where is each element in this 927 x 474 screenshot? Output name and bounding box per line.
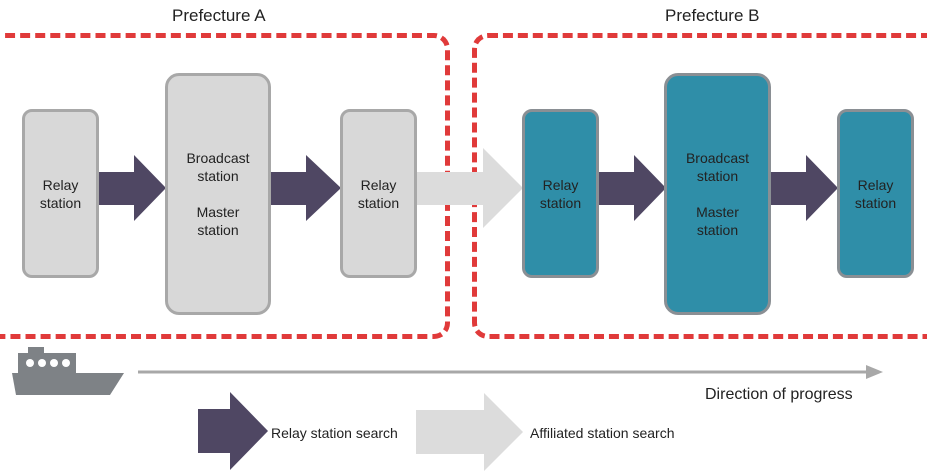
station-label: station — [696, 168, 739, 184]
affiliated-search-arrow — [416, 148, 523, 228]
legend-relay-arrow — [198, 392, 268, 470]
station-label: station — [696, 222, 739, 238]
station-label: station — [197, 168, 239, 184]
station-label: station — [39, 194, 82, 211]
station-label: Broadcast — [186, 150, 250, 166]
relay-search-arrow — [98, 155, 166, 221]
relay-station-b-left: Relay station — [522, 109, 599, 278]
station-label: station — [357, 194, 400, 211]
ship-icon — [12, 347, 124, 395]
prefecture-a-label: Prefecture A — [172, 6, 266, 25]
station-label: station — [539, 194, 582, 211]
relay-station-a-right: Relay station — [340, 109, 417, 278]
relay-station-b-right: Relay station — [837, 109, 914, 278]
relay-search-arrow — [770, 155, 838, 221]
station-label: Broadcast — [685, 150, 750, 166]
relay-search-arrow — [598, 155, 666, 221]
legend-relay-search-label: Relay station search — [271, 425, 398, 441]
station-label: Master — [196, 204, 240, 220]
prefecture-b-label: Prefecture B — [665, 6, 760, 25]
broadcast-master-station-a: Broadcast station Master station — [165, 73, 271, 315]
station-label: Relay — [542, 176, 579, 193]
station-label: Master — [696, 204, 739, 220]
station-label: Relay — [360, 176, 397, 193]
direction-label: Direction of progress — [705, 386, 853, 403]
legend-affiliated-search-label: Affiliated station search — [530, 425, 675, 441]
legend-affiliated-arrow — [416, 393, 523, 471]
broadcast-master-station-b: Broadcast station Master station — [664, 73, 771, 315]
direction-arrow-head — [866, 365, 883, 379]
station-label: station — [854, 194, 897, 211]
station-label: station — [197, 222, 239, 238]
relay-search-arrow — [270, 155, 341, 221]
station-label: Relay — [857, 176, 894, 193]
relay-station-a-left: Relay station — [22, 109, 99, 278]
station-label: Relay — [42, 176, 79, 193]
